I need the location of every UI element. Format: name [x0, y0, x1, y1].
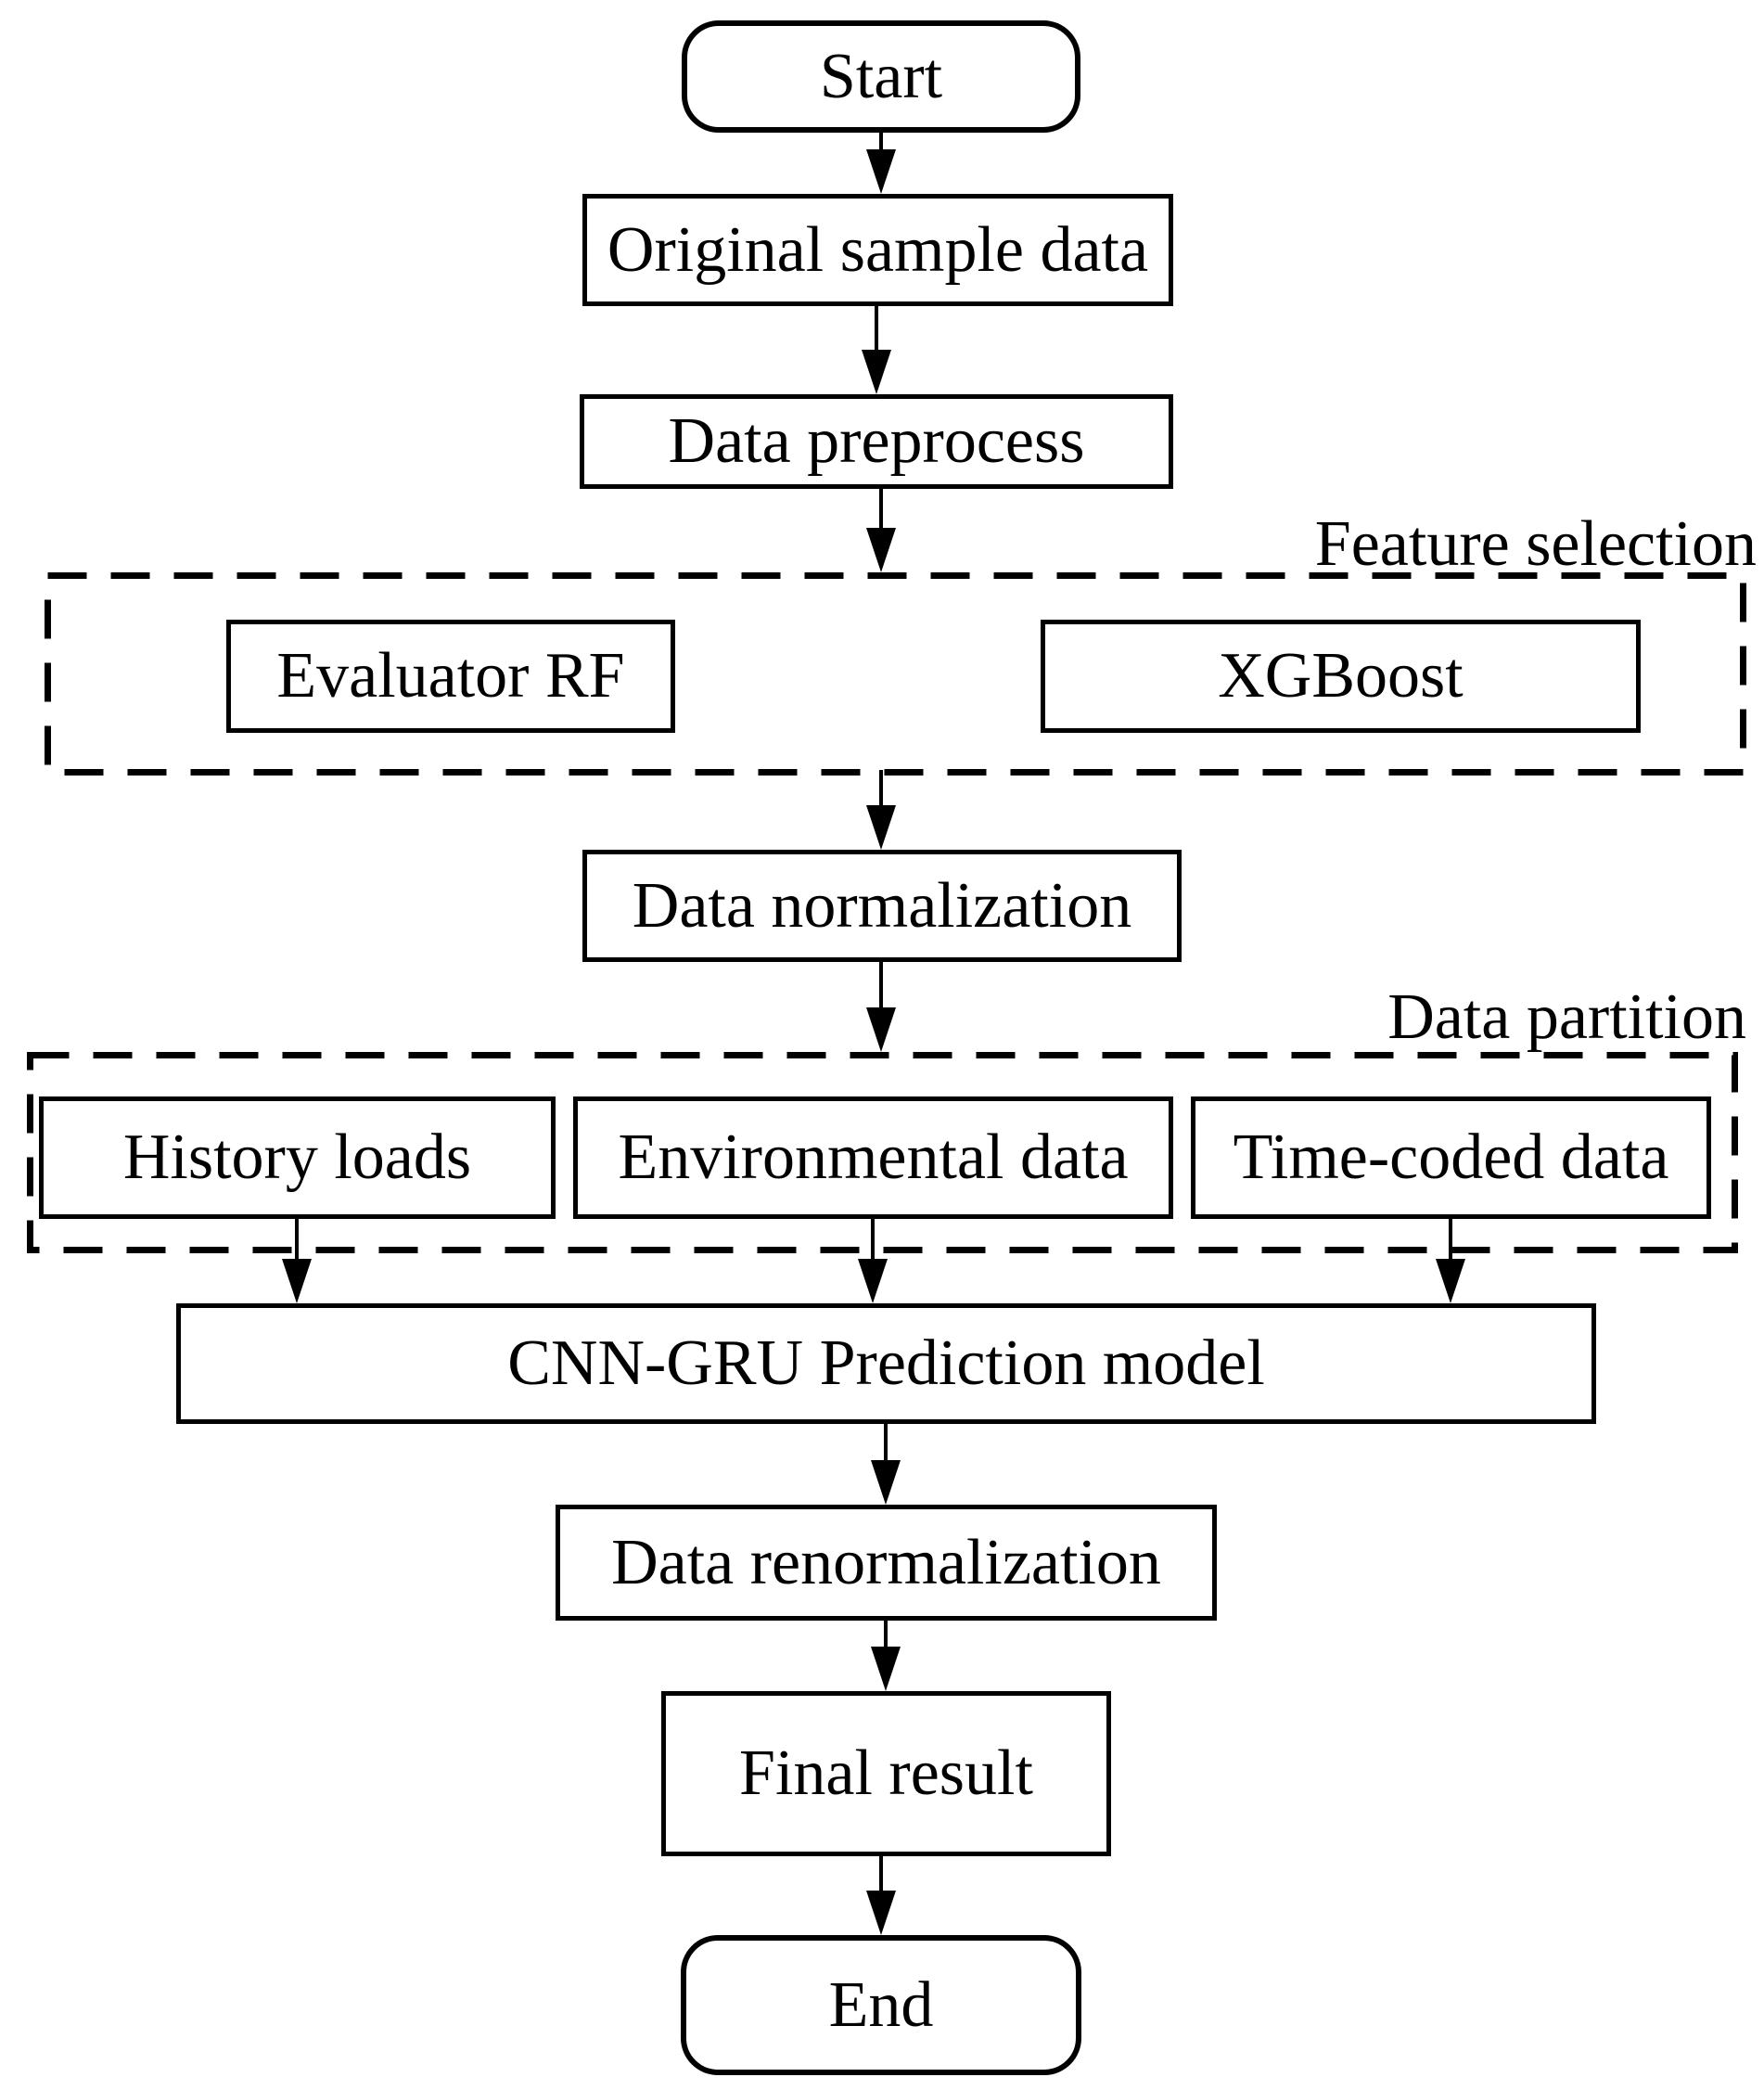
feature-selection-group — [45, 572, 1746, 776]
data-partition-group-label: Data partition — [1387, 981, 1746, 1053]
feature-selection-dashed-border — [45, 572, 1746, 776]
arrow-head-icon — [282, 1259, 312, 1303]
node-xgboost: XGBoost — [1041, 620, 1641, 733]
node-data-preprocess: Data preprocess — [580, 394, 1173, 489]
node-final-result-label: Final result — [739, 1737, 1033, 1809]
node-end-label: End — [828, 1968, 934, 2041]
node-data-normalization-label: Data normalization — [632, 869, 1132, 942]
node-start-label: Start — [819, 40, 943, 112]
node-xgboost-label: XGBoost — [1218, 640, 1464, 712]
data-partition-group — [27, 1052, 1738, 1253]
arrow-line — [1449, 1219, 1452, 1259]
node-cnn-gru-prediction-model-label: CNN-GRU Prediction model — [507, 1327, 1265, 1399]
arrow-line — [871, 1219, 875, 1259]
arrow-head-icon — [871, 1460, 901, 1505]
node-history-loads: History loads — [39, 1096, 556, 1219]
arrow-head-icon — [866, 1007, 896, 1052]
node-start: Start — [682, 20, 1080, 133]
arrow-head-icon — [858, 1259, 888, 1303]
node-history-loads-label: History loads — [122, 1122, 472, 1193]
node-cnn-gru-prediction-model: CNN-GRU Prediction model — [176, 1303, 1596, 1424]
arrow-line — [884, 1424, 888, 1460]
data-partition-dashed-border — [27, 1052, 1738, 1253]
node-original-sample-data-label: Original sample data — [607, 213, 1149, 286]
node-data-preprocess-label: Data preprocess — [668, 405, 1085, 477]
node-data-renormalization: Data renormalization — [556, 1505, 1217, 1621]
arrow-head-icon — [866, 149, 896, 194]
arrow-line — [879, 962, 883, 1007]
node-data-normalization: Data normalization — [582, 850, 1182, 962]
arrow-line — [879, 489, 883, 528]
node-data-renormalization-label: Data renormalization — [611, 1526, 1161, 1598]
arrow-line — [295, 1219, 299, 1259]
arrow-line — [879, 133, 883, 149]
arrow-head-icon — [871, 1647, 901, 1691]
node-environmental-data-label: Environmental data — [618, 1122, 1129, 1193]
arrow-head-icon — [866, 528, 896, 572]
node-final-result: Final result — [661, 1691, 1111, 1856]
arrow-line — [884, 1621, 888, 1647]
arrow-head-icon — [866, 805, 896, 850]
arrow-head-icon — [866, 1891, 896, 1935]
arrow-head-icon — [862, 350, 891, 394]
feature-selection-group-label: Feature selection — [1314, 508, 1757, 580]
arrow-head-icon — [1436, 1259, 1465, 1303]
node-end: End — [681, 1935, 1081, 2075]
arrow-line — [879, 1856, 883, 1891]
arrow-line — [875, 306, 878, 350]
node-time-coded-data-label: Time-coded data — [1233, 1122, 1669, 1193]
arrow-line — [879, 770, 883, 805]
node-time-coded-data: Time-coded data — [1191, 1096, 1711, 1219]
node-environmental-data: Environmental data — [573, 1096, 1173, 1219]
node-evaluator-rf: Evaluator RF — [226, 620, 675, 733]
node-evaluator-rf-label: Evaluator RF — [276, 640, 625, 712]
node-original-sample-data: Original sample data — [582, 194, 1173, 306]
